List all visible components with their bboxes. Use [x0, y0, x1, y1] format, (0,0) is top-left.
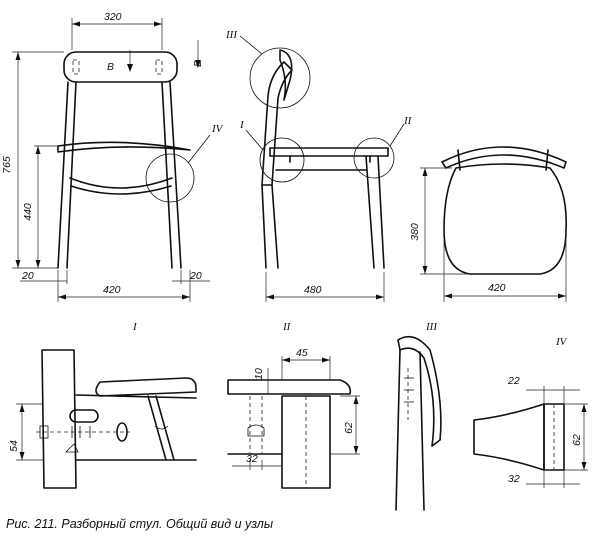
dim-n2-thick: 10 — [253, 368, 265, 380]
callout-label-ii: II — [403, 115, 413, 127]
top-seat — [443, 163, 567, 275]
dim-front-seat-height: 440 — [22, 203, 34, 221]
callout-circle-iv — [145, 153, 195, 203]
callout-circle-ii — [353, 137, 395, 179]
side-back-post — [261, 61, 293, 186]
dim-front-leg-offset-right: 20 — [189, 270, 202, 282]
detail-i-post — [41, 349, 77, 489]
top-view: 380 420 — [409, 146, 567, 302]
detail-i-brace — [147, 395, 175, 461]
detail-title-iv: IV — [555, 336, 568, 348]
front-seat — [57, 141, 191, 153]
callout-label-iv: IV — [211, 123, 224, 135]
dim-front-leg-offset-left: 20 — [21, 270, 34, 282]
section-label-side: B — [192, 60, 204, 67]
section-label: B — [107, 61, 114, 73]
detail-ii-leg — [281, 395, 331, 489]
side-backrest — [279, 49, 293, 101]
detail-iii — [395, 335, 442, 511]
detail-i-nut — [116, 422, 128, 442]
dim-n4-height: 62 — [571, 434, 583, 446]
detail-iii-backrest — [397, 335, 442, 447]
side-front-leg — [365, 155, 385, 269]
dim-front-width: 320 — [104, 11, 122, 23]
dim-front-base-width: 420 — [103, 284, 121, 296]
detail-ii: 45 10 62 32 — [227, 347, 360, 489]
dim-top-width: 420 — [488, 282, 506, 294]
side-back-leg — [261, 184, 279, 269]
detail-iv-bracket — [473, 403, 545, 471]
detail-i: 54 — [8, 349, 197, 489]
front-leg-right — [161, 81, 182, 269]
side-view: I II III 480 — [225, 29, 413, 302]
callout-label-i: I — [239, 119, 245, 131]
front-backrest-tenon-left — [72, 59, 80, 75]
detail-title-iii: III — [425, 321, 438, 333]
callout-label-iii: III — [225, 29, 238, 41]
front-lower-rail — [69, 177, 173, 195]
dim-n4-top: 22 — [507, 375, 520, 387]
detail-i-slot — [69, 409, 99, 423]
dim-n2-height: 62 — [343, 422, 355, 434]
detail-iii-post — [395, 349, 425, 511]
detail-title-ii: II — [282, 321, 292, 333]
callout-circle-iii — [249, 47, 311, 109]
front-backrest-tenon-right — [155, 59, 163, 75]
dim-n2-bottom: 32 — [246, 453, 258, 465]
dim-n1-height: 54 — [8, 440, 20, 452]
detail-ii-seat-board — [227, 379, 352, 395]
detail-i-bolt-head — [39, 425, 49, 439]
dim-top-depth: 380 — [409, 223, 421, 241]
dim-n2-top: 45 — [296, 347, 308, 359]
dim-side-depth: 480 — [304, 284, 322, 296]
detail-iv: 22 62 32 — [473, 375, 588, 488]
detail-title-i: I — [132, 321, 138, 333]
detail-i-seat-board — [95, 377, 197, 397]
top-backrest — [441, 146, 567, 169]
front-view: B B 320 765 440 420 20 20 — [1, 11, 224, 302]
detail-ii-dowel — [247, 424, 265, 437]
side-seat — [269, 147, 389, 157]
callout-circle-i — [259, 137, 305, 183]
figure-caption: Рис. 211. Разборный стул. Общий вид и уз… — [6, 517, 273, 531]
detail-i-rail — [75, 394, 197, 461]
dim-n4-bottom: 32 — [508, 473, 520, 485]
dim-front-height-total: 765 — [1, 156, 13, 174]
front-leg-left — [57, 81, 77, 269]
front-backrest — [63, 51, 178, 83]
